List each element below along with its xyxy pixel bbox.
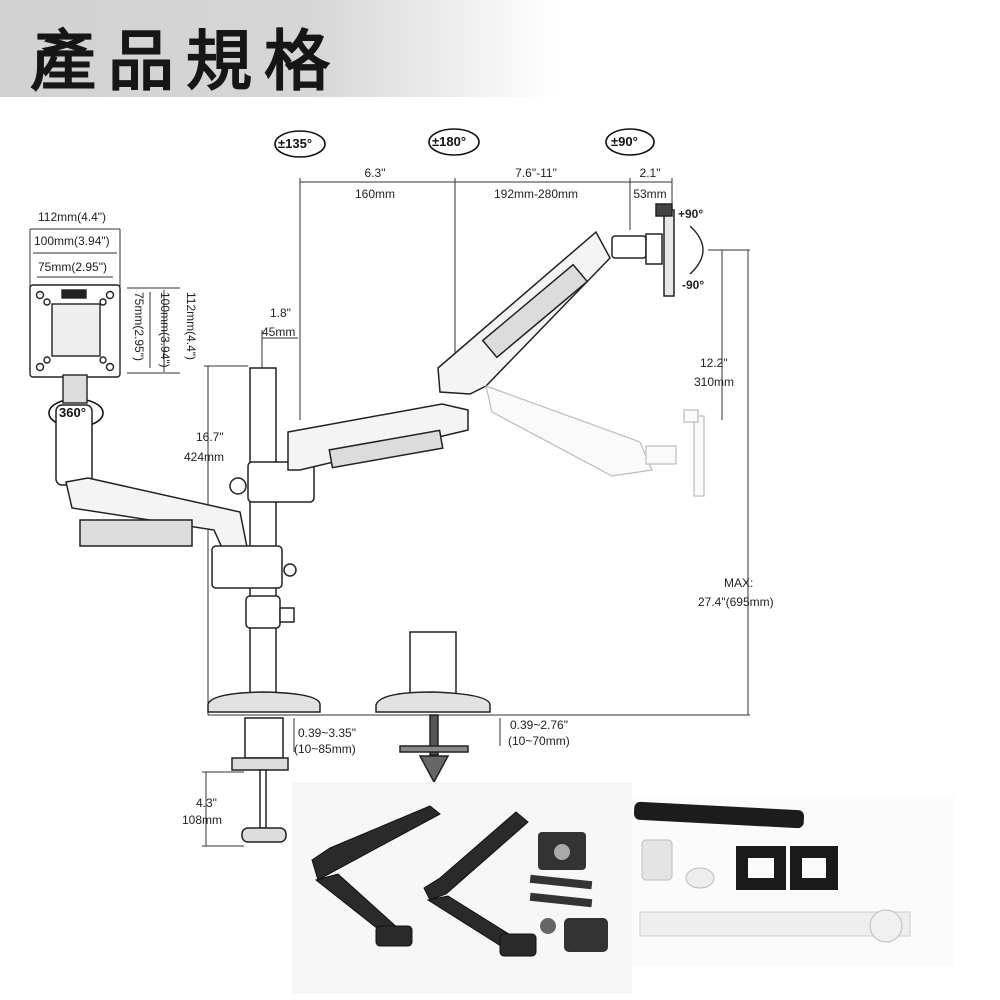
- header-banner: 產品規格: [0, 0, 560, 100]
- ghost-arm: [485, 385, 705, 497]
- clamp-mm: (10~85mm): [294, 742, 356, 756]
- rotate-360-badge: 360°: [59, 405, 86, 420]
- seg1-mm: 160mm: [354, 187, 395, 201]
- tilt-135-icon: [274, 130, 326, 158]
- vesa-height-75: 75mm(2.95"): [132, 292, 146, 361]
- seg1-in: 6.3": [364, 166, 386, 180]
- height-mm: 424mm: [184, 450, 225, 464]
- swivel-180-icon: [428, 128, 480, 156]
- vesa-width-75: 75mm(2.95"): [38, 260, 107, 274]
- tilt-90-badge: ±90°: [611, 134, 638, 149]
- vesa-height-100: 100mm(3.94"): [158, 292, 172, 368]
- tilt-135-badge: ±135°: [278, 136, 313, 151]
- seg2-in: 7.6"-11": [515, 166, 557, 180]
- rot-plus: +90°: [678, 207, 704, 221]
- tilt-90-icon: [605, 128, 655, 156]
- pole-assembly: [207, 367, 321, 843]
- depth-in: 4.3": [196, 796, 217, 810]
- max-value: 27.4"(695mm): [698, 595, 774, 609]
- seg2-mm: 192mm-280mm: [493, 187, 579, 201]
- grommet-base: [375, 631, 491, 784]
- swivel-180-badge: ±180°: [432, 134, 467, 149]
- grommet-in: 0.39~2.76": [510, 718, 568, 732]
- vesa-plate: [29, 284, 121, 404]
- page-title: 產品規格: [30, 23, 342, 100]
- depth-mm: 108mm: [182, 813, 223, 827]
- pole-in: 1.8": [270, 306, 291, 320]
- vesa-width-100: 100mm(3.94"): [34, 234, 110, 248]
- left-arm: [55, 404, 297, 589]
- seg3-mm: 53mm: [633, 187, 667, 201]
- pole-mm: 45mm: [262, 325, 296, 339]
- vesa-width-112: 112mm(4.4"): [38, 210, 107, 224]
- height-in: 16.7": [196, 430, 224, 444]
- max-label: MAX:: [724, 576, 754, 590]
- clamp-in: 0.39~3.35": [298, 726, 356, 740]
- lift-mm: 310mm: [694, 375, 735, 389]
- vesa-height-112: 112mm(4.4"): [184, 292, 198, 361]
- lift-in: 12.2": [700, 356, 728, 370]
- grommet-mm: (10~70mm): [508, 734, 570, 748]
- rot-minus: -90°: [682, 278, 705, 292]
- seg3-in: 2.1": [639, 166, 661, 180]
